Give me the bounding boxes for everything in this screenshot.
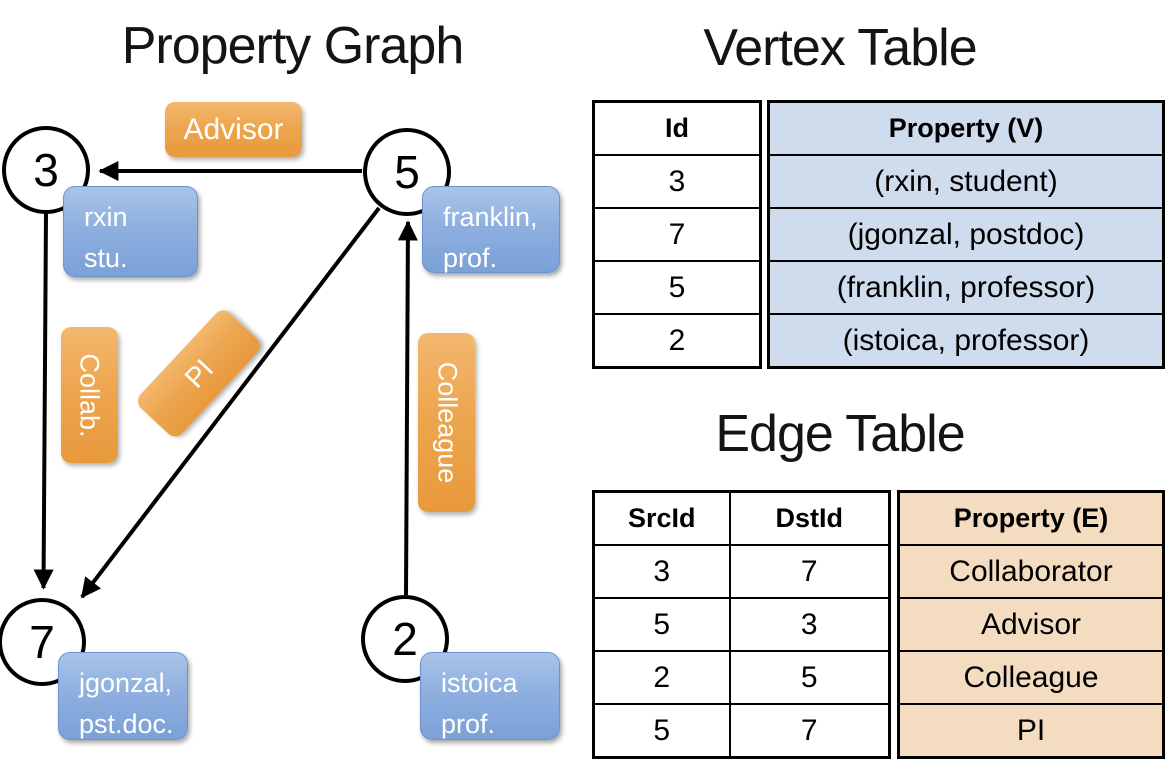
vertex-property-header: Property (V) [767,100,1165,156]
edge-label-text: PI [178,352,219,394]
node-id-label: 7 [29,616,55,668]
table-row: PI [897,703,1165,759]
table-row: (franklin, professor) [767,260,1165,315]
vertex-table-id-column: Id 3 7 5 2 [592,100,762,369]
vertex-table-property-column: Property (V) (rxin, student) (jgonzal, p… [767,100,1165,369]
table-row: (rxin, student) [767,154,1165,209]
node-id-label: 5 [394,146,420,198]
table-row: 3 [592,154,762,209]
edge-table-title: Edge Table [715,405,965,463]
table-row: Collaborator [897,544,1165,599]
vertex-property-line: rxin [84,202,128,232]
edge-src-cell: 2 [592,650,731,705]
vertex-id-cell: 2 [592,313,762,369]
table-row: Advisor [897,597,1165,652]
vertex-property-line: prof. [443,242,498,273]
vertex-property-box-franklin: franklin, prof. [422,186,560,273]
graph-node-5: 5 [363,128,451,216]
vertex-property-cell: (jgonzal, postdoc) [767,207,1165,262]
graph-node-2: 2 [361,595,449,683]
edge-dst-cell: 7 [728,544,891,599]
table-row: 7 [592,207,762,262]
table-row: 5 [592,260,762,315]
edge-src-cell: 3 [592,544,731,599]
edge-dst-cell: 5 [728,650,891,705]
vertex-property-cell: (rxin, student) [767,154,1165,209]
edge-property-cell: Advisor [897,597,1165,652]
table-header-row: Property (E) [897,490,1165,546]
edge-property-cell: Colleague [897,650,1165,705]
table-row: 2 5 [592,650,891,705]
edge-src-cell: 5 [592,597,731,652]
edge-table-property-column: Property (E) Collaborator Advisor Collea… [897,490,1165,759]
edge-dst-cell: 3 [728,597,891,652]
vertex-property-line: prof. [441,708,496,739]
vertex-id-cell: 5 [592,260,762,315]
edge-collaborator-arrow [33,212,54,590]
edge-dst-cell: 7 [728,703,891,759]
edge-dstid-header: DstId [728,490,891,546]
edge-property-cell: PI [897,703,1165,759]
vertex-property-box-jgonzal: jgonzal, pst.doc. [58,652,188,740]
edge-label-collab: Collab. [61,327,118,463]
edge-label-text: Colleague [432,361,462,484]
edge-label-colleague: Colleague [418,333,475,512]
graph-edges [33,161,418,599]
table-row: 2 [592,313,762,369]
table-row: Colleague [897,650,1165,705]
property-graph-title: Property Graph [121,17,465,75]
table-row: (istoica, professor) [767,313,1165,369]
vertex-table-title: Vertex Table [703,19,977,77]
edge-colleague-arrow [397,220,418,596]
vertex-property-line: pst.doc. [79,708,174,739]
edge-label-advisor: Advisor [165,102,302,157]
vertex-property-box-rxin: rxin stu. [63,186,198,277]
vertex-property-line: franklin, [443,202,538,232]
edge-src-cell: 5 [592,703,731,759]
vertex-id-cell: 7 [592,207,762,262]
table-header-row: SrcId DstId [592,490,891,546]
vertex-property-cell: (franklin, professor) [767,260,1165,315]
edge-property-cell: Collaborator [897,544,1165,599]
vertex-id-header: Id [592,100,762,156]
vertex-id-cell: 3 [592,154,762,209]
vertex-property-box-istoica: istoica prof. [420,652,560,740]
vertex-property-line: stu. [84,242,128,273]
node-id-label: 2 [392,613,418,665]
edge-property-header: Property (E) [897,490,1165,546]
vertex-property-line: jgonzal, [79,668,173,698]
vertex-property-cell: (istoica, professor) [767,313,1165,369]
vertex-property-line: istoica [441,668,518,698]
table-row: 5 7 [592,703,891,759]
node-id-label: 3 [33,144,59,196]
edge-label-text: Collab. [75,352,106,438]
table-row: 3 7 [592,544,891,599]
table-row: (jgonzal, postdoc) [767,207,1165,262]
table-row: 5 3 [592,597,891,652]
edge-srcid-header: SrcId [592,490,731,546]
table-header-row: Property (V) [767,100,1165,156]
edge-table-id-columns: SrcId DstId 3 7 5 3 2 5 5 7 [592,490,891,759]
table-header-row: Id [592,100,762,156]
edge-label-text: Advisor [183,112,284,146]
edge-pi-arrow [80,206,381,599]
